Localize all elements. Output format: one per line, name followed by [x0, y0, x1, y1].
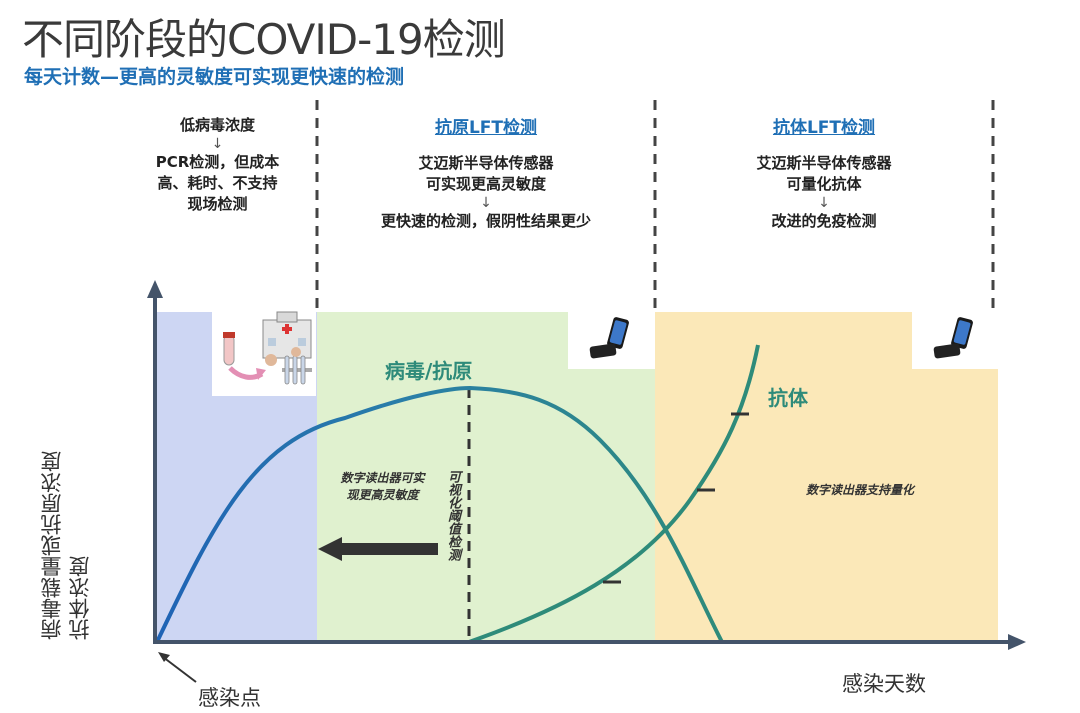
column-antigen-line: 可实现更高灵敏度 [425, 175, 546, 193]
column-antibody: 抗体LFT检测 艾迈斯半导体传感器 可量化抗体 ↓ 改进的免疫检测 [668, 118, 980, 232]
page-subtitle: 每天计数—更高的灵敏度可实现更快速的检测 [24, 66, 405, 88]
earlier-detection-arrow-head [318, 537, 342, 561]
virus-curve-label: 病毒/抗原 [385, 359, 473, 383]
column-antigen-line: 艾迈斯半导体传感器 [418, 154, 554, 172]
column-antigen: 抗原LFT检测 艾迈斯半导体传感器 可实现更高灵敏度 ↓ 更快速的检测，假阴性结… [330, 118, 642, 232]
earlier-detection-arrow-shaft [340, 543, 438, 555]
antibody-lft-heading[interactable]: 抗体LFT检测 [772, 118, 876, 138]
x-axis-arrowhead [1008, 634, 1026, 650]
y-axis-label-line: 病毒载量或抗原浓度 [40, 451, 64, 640]
down-arrow-icon: ↓ [480, 195, 492, 211]
antigen-note-line: 数字读出器可实 [340, 471, 425, 485]
page-title: 不同阶段的COVID-19检测 [22, 15, 506, 64]
down-arrow-icon: ↓ [211, 136, 224, 152]
lab-test-icon [212, 311, 316, 396]
threshold-label: 可视化阈值检测 [445, 470, 460, 561]
column-pcr-text: 高、耗时、不支持 [157, 174, 278, 192]
column-antibody-line: 可量化抗体 [786, 175, 862, 193]
column-antibody-result: 改进的免疫检测 [771, 212, 877, 230]
column-pcr: 低病毒浓度 ↓ PCR检测，但成本 高、耗时、不支持 现场检测 [130, 115, 305, 215]
column-pcr-text: 现场检测 [187, 195, 248, 213]
antibody-curve-label: 抗体 [768, 386, 808, 410]
origin-label: 感染点 [198, 686, 261, 710]
antigen-note-line: 现更高灵敏度 [346, 488, 419, 502]
down-arrow-icon: ↓ [818, 195, 830, 211]
antigen-lft-heading[interactable]: 抗原LFT检测 [434, 118, 538, 138]
antibody-curve [468, 344, 760, 644]
y-axis-arrowhead [147, 280, 163, 298]
antigen-note: 数字读出器可实 现更高灵敏度 [330, 470, 435, 504]
column-antigen-result: 更快速的检测，假阴性结果更少 [380, 212, 591, 230]
y-axis-label: 病毒载量或抗原浓度 抗体浓度 [38, 380, 94, 640]
phone-reader-icon [568, 312, 655, 369]
column-pcr-line: 低病毒浓度 [179, 116, 255, 134]
origin-pointer-head [158, 652, 170, 662]
virus-curve [155, 385, 724, 643]
x-axis-label: 感染天数 [842, 672, 926, 696]
phone-reader-icon [912, 312, 998, 369]
y-axis-label-line: 抗体浓度 [68, 556, 92, 640]
origin-pointer [162, 656, 197, 683]
column-pcr-text: PCR检测，但成本 [155, 153, 280, 171]
column-antibody-line: 艾迈斯半导体传感器 [756, 154, 892, 172]
antibody-note: 数字读出器支持量化 [805, 483, 914, 497]
